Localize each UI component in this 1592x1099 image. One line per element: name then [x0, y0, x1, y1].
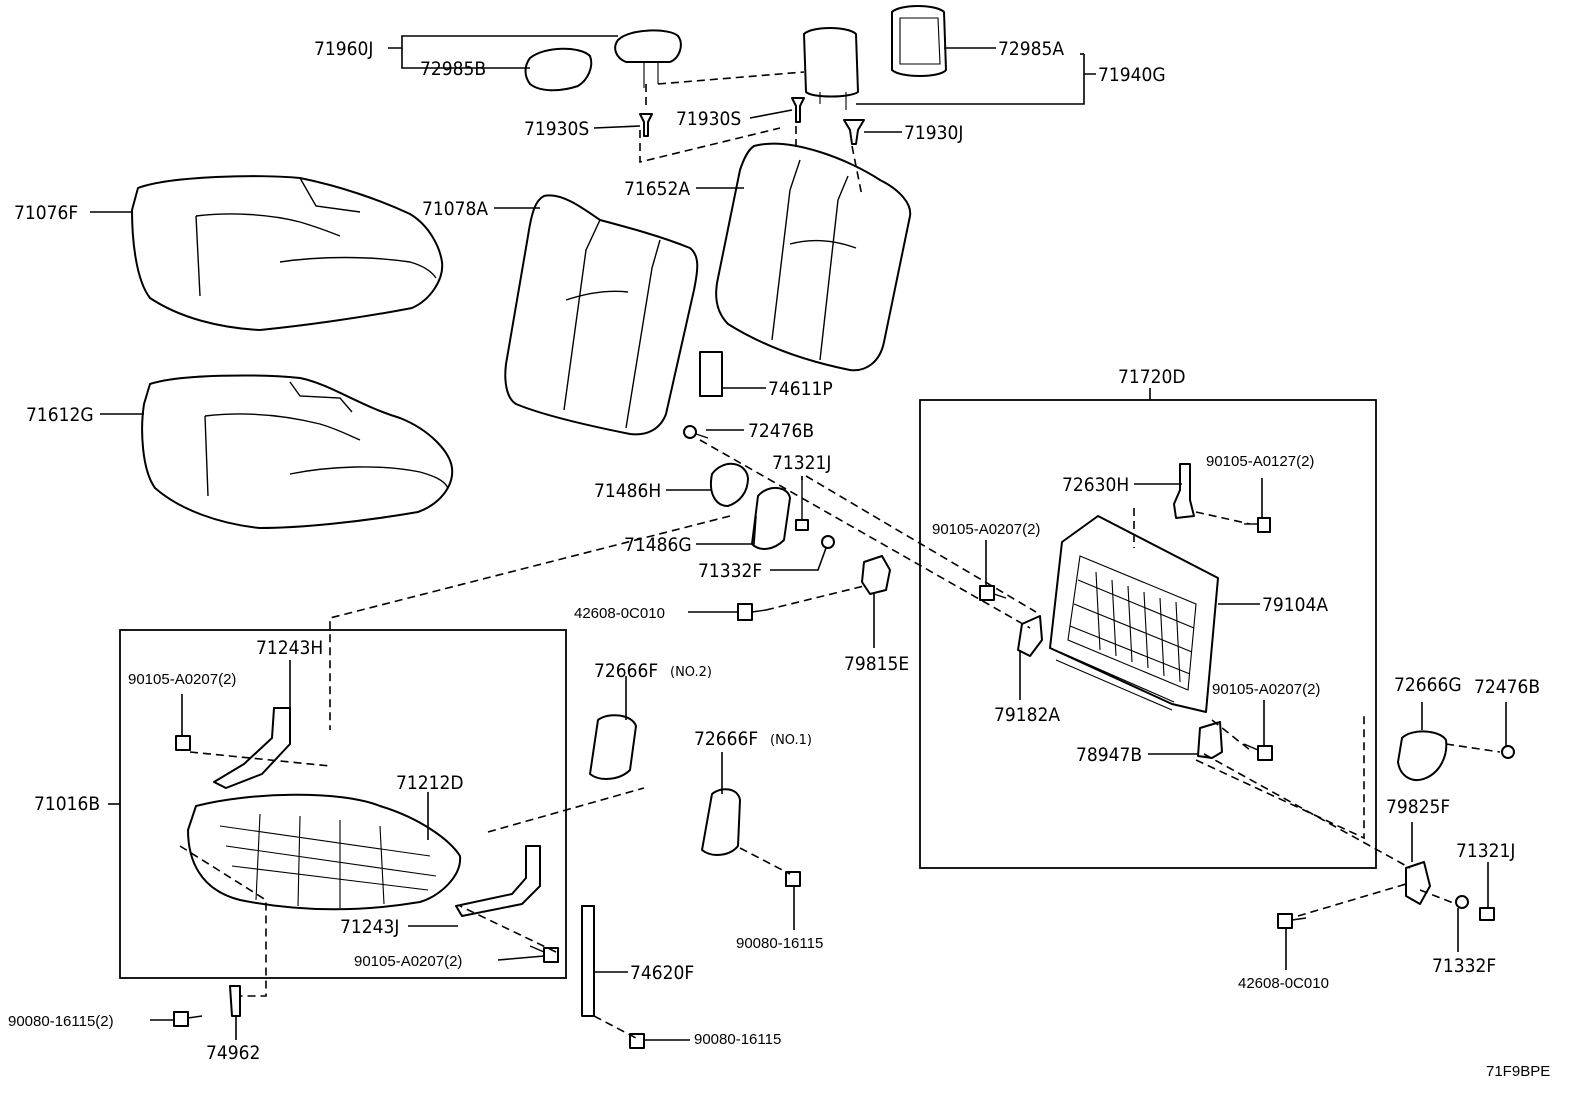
leader-lines [90, 35, 1507, 1041]
note-no2: (NO.2) [670, 665, 712, 680]
assembly-box-71720D [919, 399, 1377, 869]
note-no1: (NO.1) [770, 733, 812, 748]
label-42608-0C010-left[interactable]: 42608-0C010 [574, 605, 665, 622]
seat-cushion-cover-71076F[interactable] [131, 175, 444, 331]
label-72630H[interactable]: 72630H [1062, 474, 1129, 496]
assembly-lines [179, 71, 1501, 1039]
label-72985B[interactable]: 72985B [420, 58, 486, 80]
label-72476B-right[interactable]: 72476B [1474, 676, 1540, 698]
label-42608-0C010-right[interactable]: 42608-0C010 [1238, 975, 1329, 992]
label-72476B-left[interactable]: 72476B [748, 420, 814, 442]
label-71930S-left[interactable]: 71930S [524, 118, 589, 140]
seatback-cover-71078A[interactable] [504, 194, 699, 436]
label-79104A[interactable]: 79104A [1262, 594, 1328, 616]
label-90105-A0207-seat-bottom[interactable]: 90105-A0207(2) [354, 953, 462, 970]
bolt-90105-A0207-frame-top[interactable] [175, 735, 191, 751]
seat-frame-71212D[interactable] [187, 793, 462, 911]
label-90080-16115-center[interactable]: 90080-16115 [736, 935, 823, 952]
label-90105-A0207-seat-top[interactable]: 90105-A0207(2) [128, 671, 236, 688]
strap-74620F[interactable] [581, 905, 595, 1017]
bolt-71321J-right[interactable] [1479, 907, 1495, 921]
label-72666F-no1[interactable]: 72666F [694, 728, 758, 750]
rail-71243J[interactable] [455, 845, 541, 917]
ring-71332F-left[interactable] [821, 535, 835, 549]
label-72666G[interactable]: 72666G [1394, 674, 1462, 696]
label-71652A[interactable]: 71652A [624, 178, 690, 200]
label-71612G[interactable]: 71612G [26, 404, 94, 426]
label-71930S-center[interactable]: 71930S [676, 108, 741, 130]
label-90105-A0207-frame-right[interactable]: 90105-A0207(2) [1212, 681, 1320, 698]
bolt-71321J-left[interactable] [795, 476, 809, 531]
bracket-79815E[interactable] [861, 555, 891, 595]
bracket-72630H[interactable] [1173, 463, 1195, 519]
label-71960J[interactable]: 71960J [314, 38, 373, 60]
bolt-72476B-right[interactable] [1501, 745, 1515, 759]
seat-cushion-pad-71612G[interactable] [141, 374, 454, 529]
seatback-frame-79104A[interactable] [1049, 515, 1219, 713]
label-71321J-left[interactable]: 71321J [772, 452, 831, 474]
seatback-pad-71652A[interactable] [715, 142, 912, 372]
label-71720D[interactable]: 71720D [1118, 366, 1186, 388]
label-79825F[interactable]: 79825F [1386, 796, 1450, 818]
drawing-code: 71F9BPE [1486, 1063, 1550, 1080]
bolt-90105-A0207-frame-left[interactable] [979, 585, 1007, 601]
tag-74611P[interactable] [699, 351, 723, 397]
headrest-cover-72985A[interactable] [891, 5, 947, 77]
headrest-support-71930S-left[interactable] [639, 113, 653, 137]
label-71930J[interactable]: 71930J [904, 122, 963, 144]
label-71332F-right[interactable]: 71332F [1432, 955, 1496, 977]
bolt-90080-16115-left[interactable] [173, 1011, 203, 1027]
cover-72666G[interactable] [1397, 730, 1448, 781]
label-74611P[interactable]: 74611P [768, 378, 833, 400]
label-71078A[interactable]: 71078A [422, 198, 488, 220]
label-71243H[interactable]: 71243H [256, 637, 323, 659]
label-74962[interactable]: 74962 [206, 1042, 260, 1064]
cover-71486G[interactable] [751, 487, 791, 550]
bracket-78947B[interactable] [1197, 721, 1223, 759]
label-90105-A0127[interactable]: 90105-A0127(2) [1206, 453, 1314, 470]
label-72666F-no2[interactable]: 72666F [594, 660, 658, 682]
headrest-71960J[interactable] [614, 29, 682, 88]
label-79815E[interactable]: 79815E [844, 653, 909, 675]
part-labels: 71960J 72985B 72985A 71940G 71930S 71930… [8, 38, 1550, 1080]
bolt-42608-0C010-right[interactable] [1277, 913, 1307, 929]
bolt-90105-A0127[interactable] [1244, 517, 1271, 533]
headrest-71940G[interactable] [803, 27, 859, 110]
bolt-90080-16115-center[interactable] [785, 871, 801, 887]
hinge-79182A[interactable] [1017, 615, 1043, 657]
ring-71332F-right[interactable] [1455, 895, 1469, 909]
label-71076F[interactable]: 71076F [14, 202, 78, 224]
label-71243J[interactable]: 71243J [340, 916, 399, 938]
label-72985A[interactable]: 72985A [998, 38, 1064, 60]
label-90080-16115-left[interactable]: 90080-16115(2) [8, 1013, 114, 1030]
label-78947B[interactable]: 78947B [1076, 744, 1142, 766]
label-71486G[interactable]: 71486G [624, 534, 692, 556]
label-71486H[interactable]: 71486H [594, 480, 661, 502]
label-71016B[interactable]: 71016B [34, 793, 100, 815]
label-71332F-left[interactable]: 71332F [698, 560, 762, 582]
rail-71243H[interactable] [213, 707, 291, 789]
bracket-79825F[interactable] [1405, 861, 1431, 905]
cover-72666F-no2[interactable] [589, 714, 637, 780]
cover-71486H[interactable] [710, 463, 749, 507]
headrest-support-71930J[interactable] [843, 119, 865, 145]
label-90080-16115-bottom[interactable]: 90080-16115 [694, 1031, 781, 1048]
bolt-42608-0C010-left[interactable] [737, 603, 767, 621]
label-90105-A0207-frame-left[interactable]: 90105-A0207(2) [932, 521, 1040, 538]
label-71940G[interactable]: 71940G [1098, 64, 1166, 86]
label-74620F[interactable]: 74620F [630, 962, 694, 984]
label-71212D[interactable]: 71212D [396, 772, 464, 794]
bolt-90105-A0207-frame-right[interactable] [1243, 743, 1273, 761]
label-71321J-right[interactable]: 71321J [1456, 840, 1515, 862]
bolt-72476B-left[interactable] [683, 425, 709, 439]
headrest-support-71930S-center[interactable] [791, 97, 805, 123]
label-79182A[interactable]: 79182A [994, 704, 1060, 726]
headrest-cover-72985B[interactable] [524, 47, 593, 92]
bracket-74962[interactable] [229, 985, 241, 1017]
cover-72666F-no1[interactable] [701, 788, 741, 856]
bolt-90105-A0207-frame-bottom[interactable] [529, 945, 559, 963]
